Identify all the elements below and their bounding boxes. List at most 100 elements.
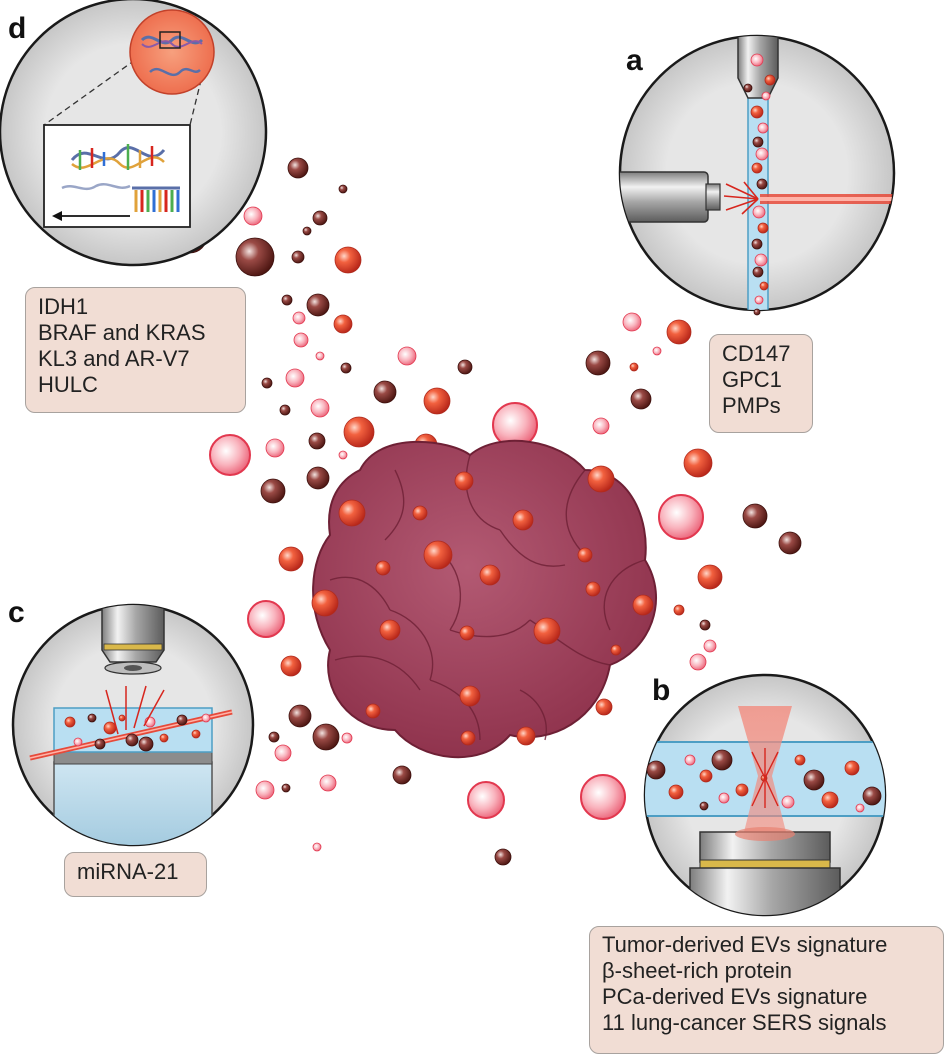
vesicle [159, 733, 169, 743]
panel-letter-c: c [8, 596, 25, 629]
vesicle [255, 780, 275, 800]
vesicle [684, 754, 696, 766]
vesicle [585, 581, 601, 597]
vesicle [247, 600, 285, 638]
target-label: miRNA-21 [77, 859, 179, 884]
vesicle [302, 226, 312, 236]
vesicle [697, 564, 723, 590]
vesicle [683, 448, 713, 478]
vesicle [278, 546, 304, 572]
vesicle [306, 293, 330, 317]
vesicle [312, 723, 340, 751]
vesicle [844, 760, 860, 776]
vesicle [209, 434, 251, 476]
vesicle [630, 388, 652, 410]
vesicle [459, 625, 475, 641]
vesicle [292, 311, 306, 325]
vesicle [757, 122, 769, 134]
vesicle [118, 714, 126, 722]
vesicle [754, 295, 764, 305]
vesicle [125, 733, 139, 747]
vesicle [310, 398, 330, 418]
vesicle [718, 792, 730, 804]
panel-c-fluorescence-microscopy [11, 603, 255, 847]
vesicle [191, 729, 201, 739]
vesicle [752, 205, 766, 219]
vesicle [260, 478, 286, 504]
vesicle [293, 332, 309, 348]
vesicle [423, 540, 453, 570]
vesicle [646, 760, 666, 780]
vesicle [454, 471, 474, 491]
vesicle [341, 732, 353, 744]
vesicle [668, 784, 684, 800]
vesicle [862, 786, 882, 806]
vesicle [756, 178, 768, 190]
vesicle [373, 380, 397, 404]
vesicle [268, 731, 280, 743]
vesicle [379, 619, 401, 641]
vesicle [751, 162, 763, 174]
target-label: β-sheet-rich protein [602, 958, 792, 983]
vesicle [516, 726, 536, 746]
vesicle [460, 730, 476, 746]
panel-letter-a: a [626, 44, 643, 77]
vesicle [73, 737, 83, 747]
vesicle [580, 774, 626, 820]
vesicle [711, 749, 733, 771]
scatter-arrows [723, 181, 759, 215]
panel-letter-d: d [8, 12, 26, 45]
vesicle [761, 91, 771, 101]
target-label: KL3 and AR-V7 [38, 346, 190, 371]
target-label: GPC1 [722, 367, 782, 392]
vesicle [64, 716, 76, 728]
panel-a-targets: CD147 GPC1 PMPs [709, 334, 813, 433]
vesicle [343, 416, 375, 448]
vesicle [87, 713, 97, 723]
panel-b-raman [643, 673, 887, 917]
vesicle [281, 294, 293, 306]
raman-arrows [751, 748, 779, 808]
vesicle [338, 499, 366, 527]
vesicle [338, 450, 348, 460]
vesicle [743, 83, 753, 93]
vesicle [632, 594, 654, 616]
vesicle [265, 438, 285, 458]
vesicle [287, 157, 309, 179]
vesicle [280, 655, 302, 677]
vesicle [673, 604, 685, 616]
vesicle [855, 803, 865, 813]
vesicle [306, 466, 330, 490]
vesicle [735, 783, 749, 797]
vesicle [699, 619, 711, 631]
vesicle [274, 744, 292, 762]
vesicle [285, 368, 305, 388]
vesicle [397, 346, 417, 366]
vesicle [457, 359, 473, 375]
vesicle [312, 842, 322, 852]
vesicle [319, 774, 337, 792]
tumor-surface-vesicles [311, 465, 654, 746]
vesicle [235, 237, 275, 277]
vesicle [94, 738, 106, 750]
vesicle [794, 754, 806, 766]
vesicle [334, 246, 362, 274]
vesicle [629, 362, 639, 372]
target-label: IDH1 [38, 294, 89, 319]
target-label: HULC [38, 372, 98, 397]
vesicle [689, 653, 707, 671]
vesicle [243, 206, 263, 226]
vesicle [333, 314, 353, 334]
vesicle [666, 319, 692, 345]
vesicle [375, 560, 391, 576]
vesicle [595, 698, 613, 716]
vesicle [288, 704, 312, 728]
vesicle [494, 848, 512, 866]
panel-d-targets: IDH1 BRAF and KRAS KL3 and AR-V7 HULC [25, 287, 246, 413]
vesicle [512, 509, 534, 531]
vesicle [533, 617, 561, 645]
vesicle [467, 781, 505, 819]
target-label: BRAF and KRAS [38, 320, 206, 345]
panel-a-flow-cytometry [618, 34, 896, 316]
